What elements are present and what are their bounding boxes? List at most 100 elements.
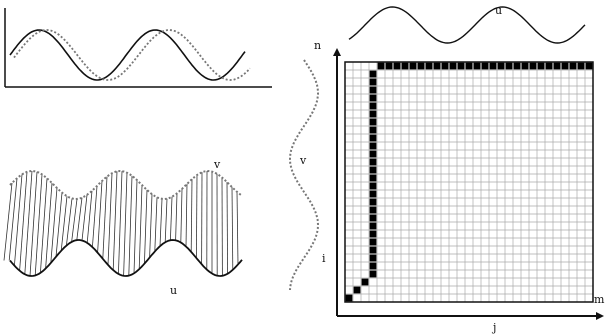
path-cell bbox=[553, 62, 561, 70]
path-cell bbox=[401, 62, 409, 70]
side-signal-v bbox=[289, 59, 320, 291]
path-cell bbox=[569, 62, 577, 70]
warping-link bbox=[128, 175, 133, 276]
warping-link bbox=[34, 174, 43, 276]
warping-link bbox=[175, 193, 178, 241]
path-cell bbox=[369, 254, 377, 262]
path-cell bbox=[585, 62, 593, 70]
path-cell bbox=[369, 110, 377, 118]
overlay-panel bbox=[4, 8, 272, 88]
warping-link bbox=[40, 178, 48, 273]
path-cell bbox=[369, 94, 377, 102]
axis-label-n: n bbox=[314, 39, 321, 52]
path-cell bbox=[473, 62, 481, 70]
path-cell bbox=[369, 174, 377, 182]
warp-signal-u bbox=[9, 239, 243, 277]
warping-link bbox=[118, 171, 123, 274]
warping-link bbox=[24, 170, 33, 275]
path-cell bbox=[369, 142, 377, 150]
warping-link bbox=[3, 182, 13, 261]
path-cell bbox=[441, 62, 449, 70]
warping-link bbox=[60, 196, 68, 251]
overlay-signal-v bbox=[13, 29, 251, 81]
path-cell bbox=[369, 238, 377, 246]
warping-link bbox=[144, 189, 148, 264]
path-cell bbox=[369, 182, 377, 190]
warping-link bbox=[29, 171, 38, 276]
path-cell bbox=[369, 158, 377, 166]
path-cell bbox=[537, 62, 545, 70]
top-signal-panel: u bbox=[348, 4, 586, 44]
path-cell bbox=[561, 62, 569, 70]
warping-path bbox=[345, 62, 593, 302]
path-cell bbox=[481, 62, 489, 70]
warping-link bbox=[102, 176, 108, 259]
path-cell bbox=[369, 150, 377, 158]
warping-link bbox=[66, 198, 73, 246]
warping-link bbox=[8, 178, 18, 261]
path-cell bbox=[369, 198, 377, 206]
path-cell bbox=[377, 62, 385, 70]
warping-link bbox=[123, 172, 128, 276]
path-cell bbox=[497, 62, 505, 70]
axis-label-m: m bbox=[594, 293, 605, 306]
top-label-u: u bbox=[495, 4, 502, 17]
warping-link bbox=[190, 179, 193, 252]
path-cell bbox=[393, 62, 401, 70]
warping-link bbox=[55, 192, 63, 257]
warping-link bbox=[236, 191, 239, 265]
warping-link bbox=[14, 174, 23, 266]
axis-label-j: j bbox=[491, 321, 496, 334]
path-cell bbox=[513, 62, 521, 70]
path-cell bbox=[369, 206, 377, 214]
side-signal-panel: v bbox=[289, 59, 320, 291]
path-cell bbox=[457, 62, 465, 70]
path-cell bbox=[409, 62, 417, 70]
warping-link bbox=[170, 196, 173, 241]
path-cell bbox=[369, 102, 377, 110]
path-cell bbox=[425, 62, 433, 70]
path-cell bbox=[369, 270, 377, 278]
cost-matrix-border bbox=[344, 61, 594, 303]
path-cell bbox=[369, 230, 377, 238]
path-cell bbox=[369, 126, 377, 134]
side-label-v: v bbox=[299, 154, 307, 167]
path-cell bbox=[545, 62, 553, 70]
path-cell bbox=[369, 166, 377, 174]
path-cell bbox=[369, 70, 377, 78]
warping-link bbox=[45, 182, 53, 269]
warping-link bbox=[86, 190, 93, 243]
path-cell bbox=[353, 286, 361, 294]
warping-link bbox=[133, 180, 138, 274]
path-cell bbox=[345, 294, 353, 302]
path-cell bbox=[489, 62, 497, 70]
path-cell bbox=[577, 62, 585, 70]
warping-link bbox=[196, 174, 198, 259]
warping-link bbox=[138, 185, 143, 270]
path-cell bbox=[369, 86, 377, 94]
warping-link bbox=[159, 198, 163, 247]
path-cell bbox=[505, 62, 513, 70]
path-cell bbox=[521, 62, 529, 70]
warping-link bbox=[76, 197, 83, 241]
path-cell bbox=[369, 246, 377, 254]
top-signal-u bbox=[348, 6, 586, 44]
warp-label-v: v bbox=[213, 158, 221, 171]
path-cell bbox=[369, 118, 377, 126]
path-cell bbox=[529, 62, 537, 70]
warping-link bbox=[185, 183, 188, 247]
warping-link bbox=[231, 187, 234, 270]
path-cell bbox=[369, 222, 377, 230]
path-cell bbox=[465, 62, 473, 70]
path-cell bbox=[369, 134, 377, 142]
warping-link bbox=[97, 180, 103, 253]
warping-link bbox=[112, 171, 118, 271]
path-cell bbox=[449, 62, 457, 70]
warping-link bbox=[81, 194, 88, 241]
overlay-signal-u bbox=[9, 29, 246, 81]
axis-label-i: i bbox=[322, 252, 326, 265]
warping-link bbox=[226, 182, 228, 274]
warping-panel: v u bbox=[3, 158, 243, 297]
cost-matrix-grid bbox=[345, 62, 593, 302]
